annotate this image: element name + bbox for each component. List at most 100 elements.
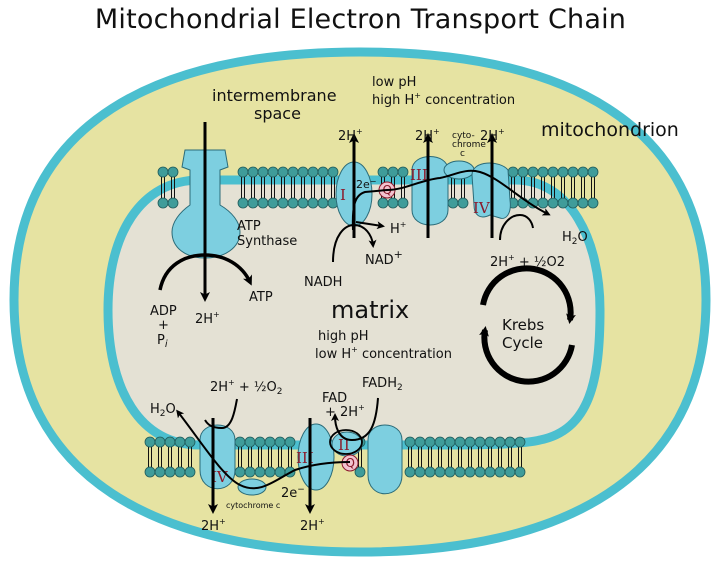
lipid-head (444, 436, 456, 448)
nad-label: NAD+ (365, 248, 403, 268)
lipid-head (447, 197, 459, 209)
lipid-head (397, 197, 409, 209)
lipid-head (264, 436, 276, 448)
ims-ph-label: low pH (372, 75, 416, 90)
complex-ii-outline (329, 429, 363, 455)
lipid-head (167, 197, 179, 209)
electron-path-bottom (176, 409, 351, 490)
lipid-head (307, 166, 319, 178)
lipid-head (157, 197, 169, 209)
lipid-head (234, 466, 246, 478)
electron-path-top (351, 169, 551, 231)
lipid-head (154, 436, 166, 448)
lipid-head (174, 436, 186, 448)
lipid-head (397, 166, 409, 178)
lipid-head (444, 466, 456, 478)
complex-iii-bottom (297, 423, 335, 491)
proton-iv-bottom-label: 2H+ (201, 517, 226, 534)
lipid-head (434, 436, 446, 448)
lipid-head (287, 166, 299, 178)
bottom-lipid-bilayer (144, 436, 526, 478)
lipid-head (454, 466, 466, 478)
water-bottom-label: H2O (150, 402, 176, 419)
lipid-head (157, 166, 169, 178)
lipid-head (284, 436, 296, 448)
lipid-head (254, 436, 266, 448)
cytochrome-top-1: cyto- (452, 131, 475, 141)
lipid-head (184, 466, 196, 478)
lipid-head (414, 466, 426, 478)
lipid-head (567, 197, 579, 209)
lipid-head (474, 466, 486, 478)
electrons-bottom: 2e− (281, 485, 305, 501)
lipid-head (247, 166, 259, 178)
lipid-head (537, 166, 549, 178)
lipid-head (514, 466, 526, 478)
nadh-label: NADH (304, 275, 342, 290)
lipid-head (154, 466, 166, 478)
lipid-head (587, 197, 599, 209)
lipid-head (517, 166, 529, 178)
ims-conc-label: high H+ concentration (372, 91, 515, 108)
proton-i-label: 2H+ (338, 127, 363, 144)
lipid-head (184, 436, 196, 448)
krebs-cycle: Krebs Cycle (479, 265, 576, 385)
lipid-head (504, 436, 516, 448)
lipid-head (494, 466, 506, 478)
lipid-head (504, 466, 516, 478)
lipid-head (237, 197, 249, 209)
quinone-bottom-label: Q (346, 456, 355, 470)
lipid-head (457, 197, 469, 209)
lipid-head (507, 166, 519, 178)
atp-proton-label: 2H+ (195, 310, 220, 327)
lipid-head (557, 166, 569, 178)
lipid-head (297, 197, 309, 209)
lipid-head (547, 166, 559, 178)
fad-label-2: + 2H+ (325, 403, 365, 420)
lipid-head (434, 466, 446, 478)
lipid-head (267, 197, 279, 209)
lipid-head (144, 436, 156, 448)
lipid-head (257, 166, 269, 178)
diagram-title: Mitochondrial Electron Transport Chain (94, 4, 627, 35)
electrons-top: 2e− (356, 177, 376, 191)
h-released-label: H+ (390, 220, 406, 237)
lipid-head (464, 466, 476, 478)
lipid-head (254, 466, 266, 478)
lipid-head (354, 466, 366, 478)
lipid-head (464, 436, 476, 448)
cytochrome-c-bottom (237, 478, 267, 496)
nadh-arrow (332, 223, 377, 263)
lipid-head (377, 166, 389, 178)
lipid-head (404, 436, 416, 448)
lipid-head (244, 466, 256, 478)
oxygen-bottom-label: 2H+ + ½O2 (210, 378, 282, 397)
lipid-head (577, 166, 589, 178)
lipid-head (297, 166, 309, 178)
lipid-head (317, 166, 329, 178)
cytochrome-top-2: chrome (452, 140, 486, 150)
lipid-head (167, 166, 179, 178)
proton-iv-label: 2H+ (480, 127, 505, 144)
water-top-label: H2O (562, 230, 588, 247)
fad-label-1: FAD (322, 391, 347, 406)
lipid-head (144, 466, 156, 478)
mitochondrion-label: mitochondrion (541, 119, 679, 141)
adp-label: ADP (150, 304, 177, 319)
lipid-head (414, 436, 426, 448)
lipid-head (404, 466, 416, 478)
lipid-head (587, 166, 599, 178)
atp-synthesis-arrow (158, 253, 252, 291)
fadh2-arrow (331, 397, 379, 442)
lipid-head (527, 166, 539, 178)
lipid-head (264, 466, 276, 478)
top-lipid-bilayer (157, 166, 599, 209)
pi-label: Pi (157, 333, 168, 350)
fadh2-label: FADH2 (362, 376, 403, 393)
lipid-head (454, 436, 466, 448)
lipid-head (424, 466, 436, 478)
lipid-head (474, 436, 486, 448)
lipid-head (164, 436, 176, 448)
intermembrane-label-2: space (254, 104, 301, 123)
lipid-head (247, 197, 259, 209)
